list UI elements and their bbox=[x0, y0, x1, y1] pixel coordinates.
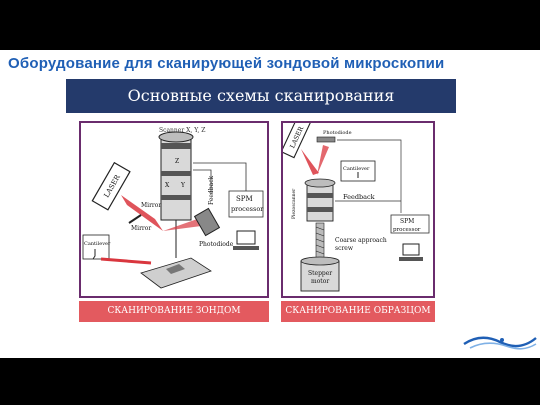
approach-label-2: screw bbox=[335, 245, 354, 252]
sample-disk-icon bbox=[304, 178, 336, 188]
axis-x-label: X bbox=[165, 182, 170, 189]
spm-processor-box bbox=[228, 190, 264, 218]
laser-icon: LASER bbox=[91, 161, 131, 211]
motor-label-2: motor bbox=[311, 278, 329, 285]
mirror-label-2: Mirror bbox=[131, 225, 151, 232]
laser-beam bbox=[301, 149, 319, 175]
approach-screw-icon bbox=[315, 222, 325, 260]
processor-label: processor bbox=[231, 205, 264, 213]
photodiode-label: Photodiode bbox=[323, 130, 352, 136]
laser-icon: LASER bbox=[280, 114, 312, 159]
waves-logo-icon bbox=[463, 336, 537, 350]
feedback-label: Feedback bbox=[208, 175, 215, 205]
spm-label: SPM bbox=[400, 218, 414, 225]
scanner-band-1 bbox=[161, 143, 191, 149]
sample-scanning-caption: СКАНИРОВАНИЕ ОБРАЗЦОМ bbox=[281, 301, 435, 322]
photodiode-label: Photodiode bbox=[199, 241, 234, 248]
reflected-beam bbox=[317, 145, 329, 175]
axis-y-label: Y bbox=[180, 182, 186, 189]
feedback-line bbox=[193, 169, 212, 193]
piezoscanner-body bbox=[306, 182, 334, 222]
tip-icon bbox=[92, 249, 96, 260]
probe-scanning-caption: СКАНИРОВАНИЕ ЗОНДОМ bbox=[79, 301, 269, 322]
motor-top-icon bbox=[300, 256, 340, 266]
sample-stage bbox=[140, 257, 212, 289]
spm-processor-box bbox=[390, 214, 430, 234]
photodiode-icon bbox=[193, 207, 221, 237]
mirror-icon bbox=[128, 214, 142, 224]
scanner-tube bbox=[160, 134, 192, 221]
section-banner: Основные схемы сканирования bbox=[66, 79, 456, 113]
probe-scanning-figure: Scanner X, Y, Z Z X Y LASER Mirror Mirro… bbox=[82, 127, 264, 289]
sample-scanning-figure: LASER Photodiode Cantilever Piezoscanner… bbox=[280, 114, 430, 292]
cantilever-inset bbox=[82, 234, 110, 260]
keyboard-icon bbox=[399, 257, 423, 261]
approach-label-1: Coarse approach bbox=[335, 237, 387, 244]
signal-line bbox=[337, 139, 402, 213]
piezo-band-2 bbox=[307, 207, 333, 212]
keyboard-icon bbox=[233, 246, 259, 250]
spm-label: SPM bbox=[236, 195, 253, 203]
feedback-label: Feedback bbox=[343, 193, 375, 201]
piezo-band-1 bbox=[307, 193, 333, 198]
signal-line bbox=[193, 162, 247, 191]
mirror-label-1: Mirror bbox=[141, 202, 161, 209]
cantilever-inset bbox=[340, 160, 376, 182]
sample-scanning-diagram: LASER Photodiode Cantilever Piezoscanner… bbox=[280, 114, 435, 298]
scanner-label: Scanner X, Y, Z bbox=[159, 127, 205, 134]
piezoscanner-label: Piezoscanner bbox=[291, 188, 297, 219]
inset-beam bbox=[100, 257, 152, 265]
photodiode-icon bbox=[316, 136, 336, 143]
cantilever-label: Cantilever bbox=[84, 241, 111, 247]
banner-text: Основные схемы сканирования bbox=[127, 86, 395, 105]
scanner-band-2 bbox=[161, 171, 191, 176]
laser-beam bbox=[121, 195, 163, 231]
computer-icon bbox=[236, 230, 256, 245]
cantilever-label: Cantilever bbox=[343, 166, 370, 172]
computer-icon bbox=[402, 243, 420, 256]
scanner-top-icon bbox=[158, 131, 194, 143]
scanner-band-3 bbox=[161, 195, 191, 200]
slide-heading: Оборудование для сканирующей зондовой ми… bbox=[8, 55, 445, 72]
axis-z-label: Z bbox=[175, 158, 179, 165]
sample-icon bbox=[166, 264, 185, 274]
probe-scanning-diagram: Scanner X, Y, Z Z X Y LASER Mirror Mirro… bbox=[79, 121, 269, 298]
processor-label: processor bbox=[393, 227, 421, 233]
motor-label-1: Stepper bbox=[308, 270, 332, 277]
